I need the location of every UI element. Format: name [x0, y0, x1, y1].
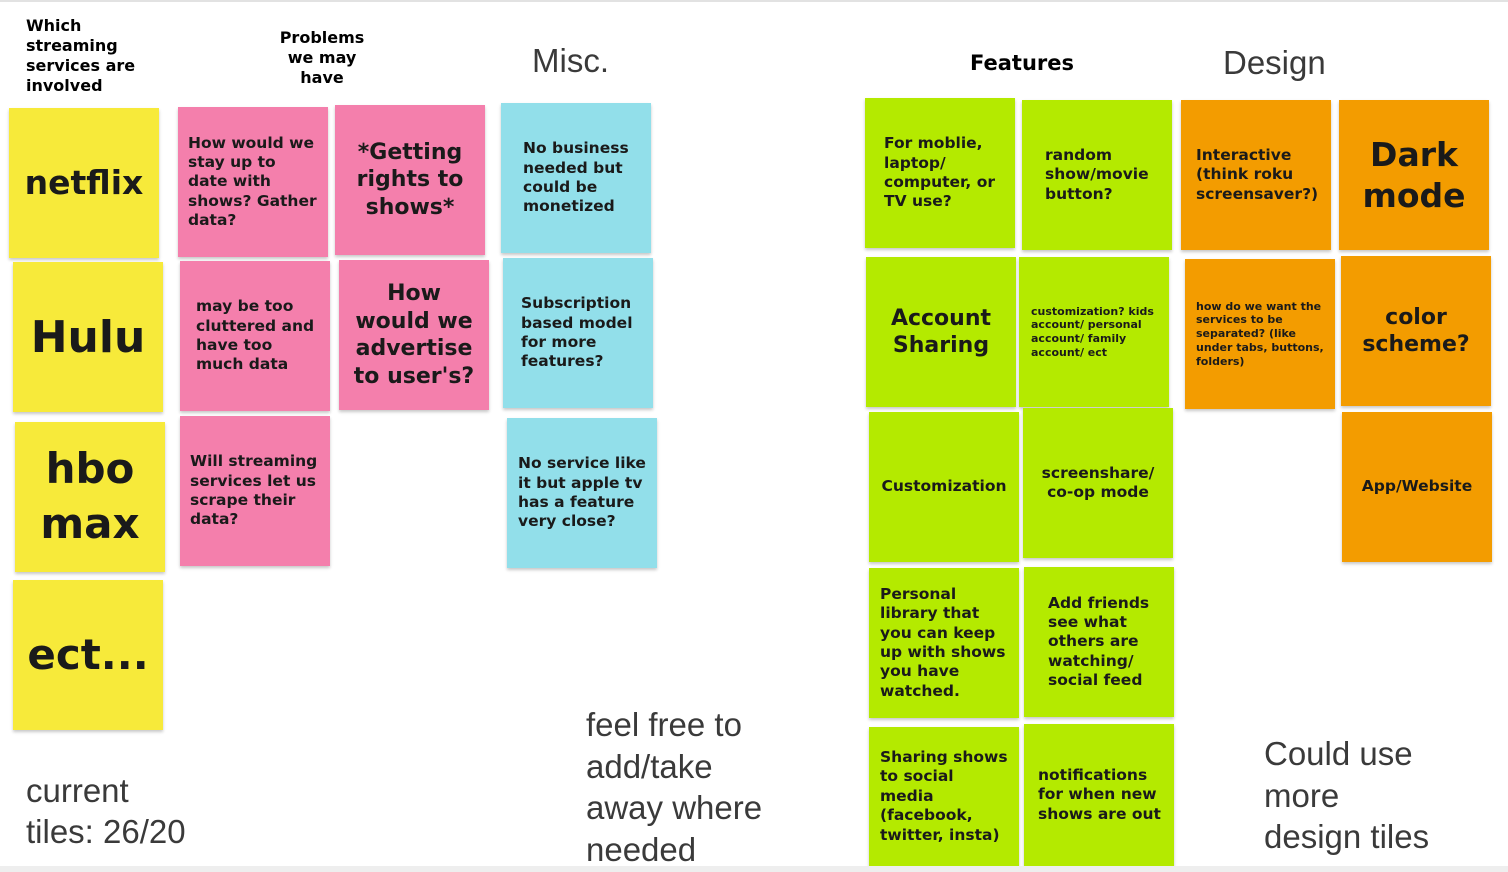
sticky-note-stay-up-to-date[interactable]: How would we stay up to date with shows?… — [178, 107, 328, 257]
header-features[interactable]: Features — [970, 51, 1074, 75]
sticky-note-dark-mode[interactable]: Dark mode — [1339, 100, 1489, 250]
sticky-note-color-scheme[interactable]: color scheme? — [1341, 256, 1491, 406]
feel-free-text[interactable]: feel free to add/take away where needed — [586, 706, 763, 868]
canvas-bottom-bar — [0, 866, 1508, 872]
sticky-note-screenshare[interactable]: screenshare/ co-op mode — [1023, 408, 1173, 558]
tiles-count-text[interactable]: current tiles: 26/20 — [26, 772, 186, 850]
sticky-note-no-service-like-it[interactable]: No service like it but apple tv has a fe… — [507, 418, 657, 568]
sticky-note-sharing-shows[interactable]: Sharing shows to social media (facebook,… — [869, 727, 1019, 866]
header-streaming-services[interactable]: Which streaming services are involved — [26, 16, 136, 95]
sticky-note-netflix[interactable]: netflix — [9, 108, 159, 258]
sticky-note-interactive[interactable]: Interactive (think roku screensaver?) — [1181, 100, 1331, 250]
sticky-note-no-business-needed[interactable]: No business needed but could be monetize… — [501, 103, 651, 253]
sticky-note-random-button[interactable]: random show/movie button? — [1022, 100, 1172, 250]
sticky-note-scrape-data[interactable]: Will streaming services let us scrape th… — [180, 416, 330, 566]
header-design[interactable]: Design — [1223, 44, 1326, 81]
sticky-note-too-cluttered[interactable]: may be too cluttered and have too much d… — [180, 261, 330, 411]
sticky-note-getting-rights[interactable]: *Getting rights to shows* — [335, 105, 485, 255]
sticky-note-notifications[interactable]: notifications for when new shows are out — [1024, 724, 1174, 866]
header-problems[interactable]: Problems we may have — [279, 28, 365, 87]
sticky-note-services-separated[interactable]: how do we want the services to be separa… — [1185, 259, 1335, 409]
sticky-note-account-sharing[interactable]: Account Sharing — [866, 257, 1016, 407]
sticky-note-hulu[interactable]: Hulu — [13, 262, 163, 412]
sticky-note-personal-library[interactable]: Personal library that you can keep up wi… — [869, 568, 1019, 718]
sticky-note-subscription-model[interactable]: Subscription based model for more featur… — [503, 258, 653, 408]
sticky-note-customization-accounts[interactable]: customization? kids account/ personal ac… — [1019, 257, 1169, 407]
header-misc[interactable]: Misc. — [532, 42, 609, 79]
canvas-top-border — [0, 0, 1508, 2]
sticky-note-customization[interactable]: Customization — [869, 412, 1019, 562]
sticky-note-ect[interactable]: ect... — [13, 580, 163, 730]
sticky-note-add-friends[interactable]: Add friends see what others are watching… — [1024, 567, 1174, 717]
sticky-note-advertise[interactable]: How would we advertise to user's? — [339, 260, 489, 410]
sticky-note-hbo-max[interactable]: hbo max — [15, 422, 165, 572]
sticky-note-device-use[interactable]: For moblie, laptop/ computer, or TV use? — [865, 98, 1015, 248]
could-use-more-design-tiles-text[interactable]: Could use more design tiles — [1264, 735, 1430, 856]
sticky-note-app-website[interactable]: App/Website — [1342, 412, 1492, 562]
